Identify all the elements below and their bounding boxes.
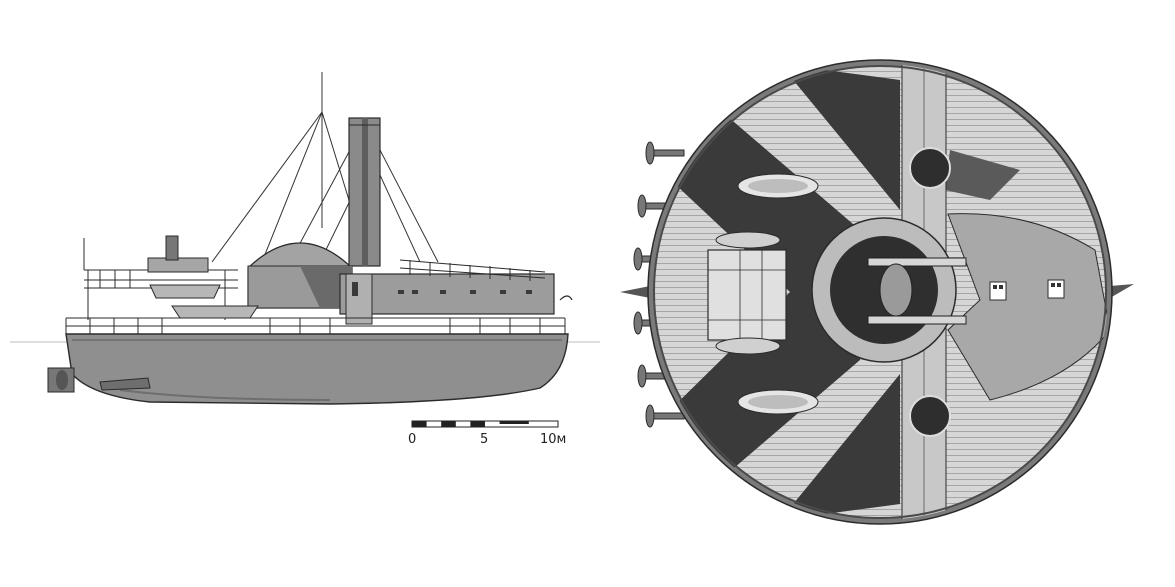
side-boat-upper	[149, 284, 221, 299]
main-deck-railing	[65, 317, 566, 334]
side-boat-lower	[171, 305, 259, 319]
ventilator-bottom	[909, 395, 951, 437]
rigging	[211, 72, 439, 263]
dark-deck-sector-left	[660, 110, 860, 480]
turret-guns	[867, 257, 967, 325]
bridge-structure	[707, 249, 787, 341]
scale-label-10m: 10м	[540, 432, 566, 447]
upper-railing	[399, 259, 546, 281]
plan-view	[620, 59, 1134, 525]
forward-deck-sector	[947, 213, 1108, 401]
hull	[65, 333, 569, 405]
scale-label-0: 0	[408, 432, 416, 447]
plan-boat-upper	[737, 173, 819, 199]
side-elevation-view: 0 5 10м	[10, 72, 600, 447]
scale-bar: 0 5 10м	[408, 420, 566, 447]
propeller	[47, 367, 151, 393]
ventilator-top	[909, 147, 951, 189]
scale-label-5: 5	[480, 432, 488, 447]
plan-boat-lower	[737, 389, 819, 415]
deckhouse	[339, 273, 555, 315]
